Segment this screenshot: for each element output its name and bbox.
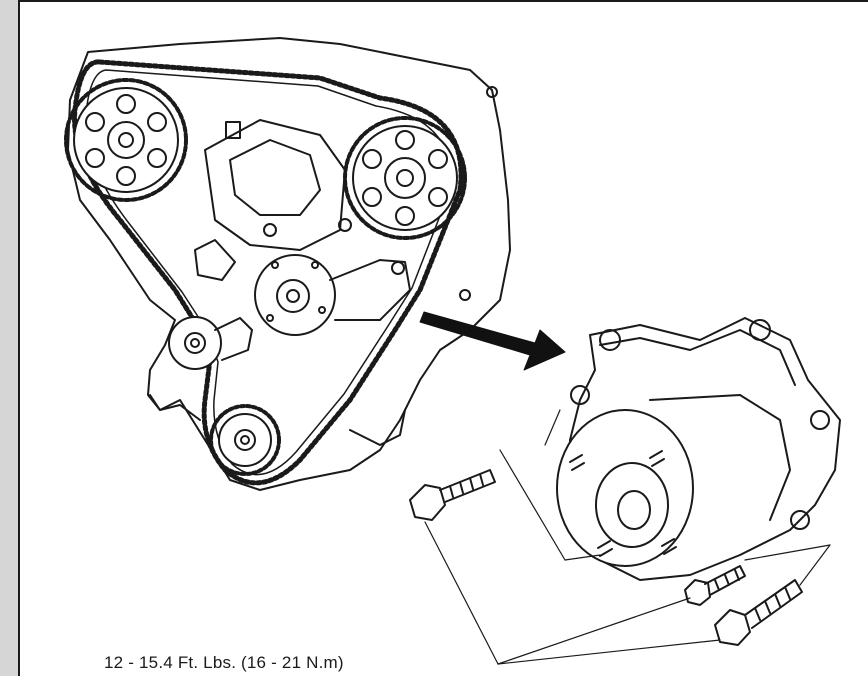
bolt-small: [684, 565, 746, 606]
leader-lines: [424, 409, 831, 665]
removal-arrow: [419, 311, 566, 371]
top-border: [20, 0, 868, 2]
water-pump-removed: [556, 317, 841, 581]
bolt-large: [409, 469, 496, 521]
stud-bolt: [714, 579, 803, 646]
right-camshaft-gear: [343, 116, 467, 240]
crankshaft-gear: [209, 404, 281, 476]
left-margin-bar: [0, 0, 20, 676]
torque-spec-label: 12 - 15.4 Ft. Lbs. (16 - 21 N.m): [104, 653, 344, 672]
water-pump-installed: [254, 254, 411, 336]
left-camshaft-gear: [64, 78, 188, 202]
tensioner-pulley: [168, 316, 253, 370]
